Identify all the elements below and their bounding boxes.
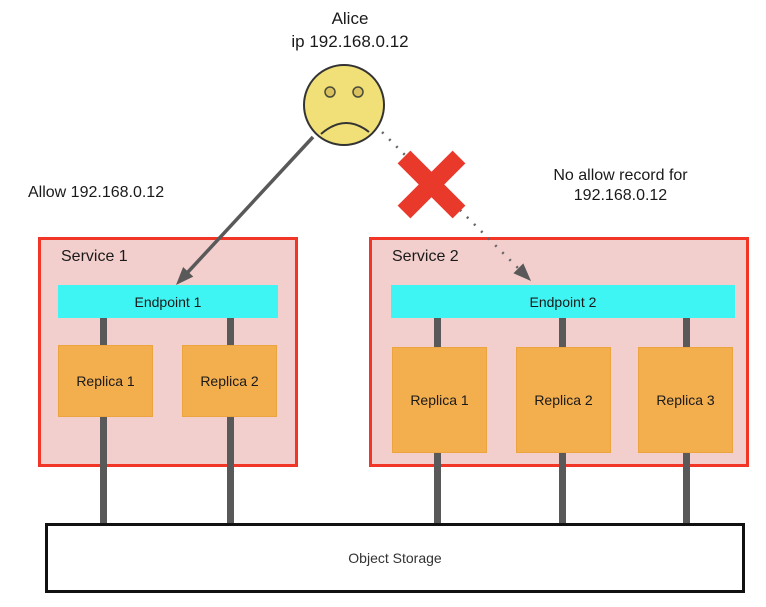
service-1-replica-1: Replica 1 <box>58 345 153 417</box>
user-label: Alice ip 192.168.0.12 <box>260 7 440 53</box>
allow-annotation: Allow 192.168.0.12 <box>28 184 165 201</box>
connector-s1-r1 <box>100 318 107 523</box>
object-storage-label: Object Storage <box>348 550 442 566</box>
sad-face-icon <box>303 64 385 146</box>
connector-s1-r2 <box>227 318 234 523</box>
user-name: Alice <box>331 9 369 28</box>
user-ip: ip 192.168.0.12 <box>291 32 409 51</box>
endpoint-2: Endpoint 2 <box>391 285 735 318</box>
service-2-replica-2: Replica 2 <box>516 347 611 453</box>
service-1-title: Service 1 <box>61 248 128 265</box>
service-2-replica-3: Replica 3 <box>638 347 733 453</box>
endpoint-1: Endpoint 1 <box>58 285 278 318</box>
red-x-icon <box>397 150 466 219</box>
service-2-title: Service 2 <box>392 248 459 265</box>
object-storage-box: Object Storage <box>45 523 745 593</box>
no-allow-annotation: No allow record for 192.168.0.12 <box>523 166 718 206</box>
service-1-replica-2: Replica 2 <box>182 345 277 417</box>
no-allow-line1: No allow record for <box>553 167 688 184</box>
no-allow-line2: 192.168.0.12 <box>573 187 668 204</box>
service-2-replica-1: Replica 1 <box>392 347 487 453</box>
